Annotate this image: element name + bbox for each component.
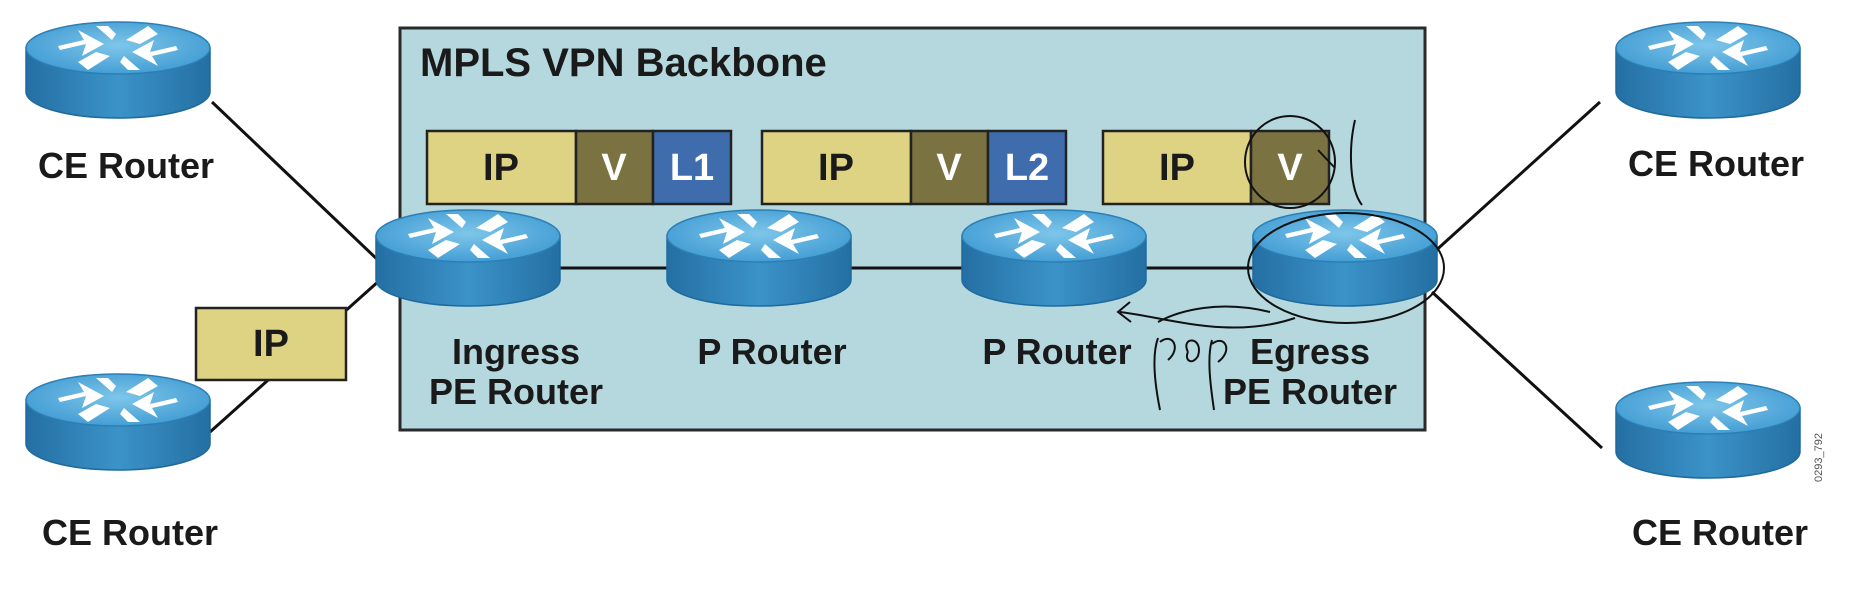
ingress-pe-label-line1: Ingress xyxy=(452,331,580,372)
link-egress-to-ce-top-right xyxy=(1430,100,1602,256)
router-icon xyxy=(666,209,852,307)
links xyxy=(209,100,1604,450)
packet-3-vpn-label: V xyxy=(1277,147,1303,189)
router-icon xyxy=(1252,209,1438,307)
arrow-egress-to-p xyxy=(1116,301,1296,329)
edge-ip-packet: IP xyxy=(194,306,348,382)
mpls-backbone-box xyxy=(398,26,1427,432)
circle-around-egress-router xyxy=(1247,212,1445,324)
packet-1-vpn-label-field xyxy=(574,129,655,206)
packet-1-transport-label-field xyxy=(651,129,733,206)
packet-3: IP V xyxy=(1101,129,1331,206)
ingress-pe-label-line2: PE Router xyxy=(429,371,603,412)
packet-1-ip-label: IP xyxy=(483,147,519,189)
figure-id: 0293_792 xyxy=(1813,433,1825,482)
packet-2-transport-label: L2 xyxy=(1005,147,1049,189)
link-egress-to-ce-bottom-right xyxy=(1430,290,1604,450)
p-router-2-label: P Router xyxy=(982,331,1131,372)
packet-3-ip-label: IP xyxy=(1159,147,1195,189)
router-icon xyxy=(25,21,211,119)
circle-around-vpn-label xyxy=(1244,115,1336,209)
link-ce-top-left-to-ingress xyxy=(210,100,382,264)
packet-2-transport-label-field xyxy=(986,129,1068,206)
ce-router-top-left-label: CE Router xyxy=(38,145,214,186)
edge-ip-packet-label: IP xyxy=(253,323,289,365)
packet-1: IP V L1 xyxy=(425,129,733,206)
router-icon xyxy=(375,209,561,307)
packet-2-vpn-label: V xyxy=(936,147,962,189)
packet-1-transport-label: L1 xyxy=(670,147,714,189)
packet-1-vpn-label: V xyxy=(601,147,627,189)
packet-1-ip-field xyxy=(425,129,578,206)
packet-3-vpn-label-field xyxy=(1249,129,1331,206)
packet-2: IP V L2 xyxy=(760,129,1068,206)
packet-2-vpn-label-field xyxy=(909,129,990,206)
ce-router-bottom-left-label: CE Router xyxy=(42,512,218,553)
backbone-title: MPLS VPN Backbone xyxy=(420,41,827,85)
ce-router-top-right-label: CE Router xyxy=(1628,143,1804,184)
egress-pe-label-line1: Egress xyxy=(1250,331,1370,372)
pop-scribble xyxy=(1153,337,1228,411)
handwritten-annotations xyxy=(1116,115,1445,411)
router-icon xyxy=(961,209,1147,307)
arrow-tail xyxy=(1157,305,1271,323)
p-router-1-label: P Router xyxy=(697,331,846,372)
packet-2-ip-field xyxy=(760,129,913,206)
egress-pe-label-line2: PE Router xyxy=(1223,371,1397,412)
packet-2-ip-label: IP xyxy=(818,147,854,189)
ce-router-bottom-right-label: CE Router xyxy=(1632,512,1808,553)
tick-mark xyxy=(1317,149,1336,169)
router-icon xyxy=(25,373,211,471)
router-icon xyxy=(1615,21,1801,119)
router-icon xyxy=(1615,381,1801,479)
squiggle-mark xyxy=(1349,119,1363,206)
